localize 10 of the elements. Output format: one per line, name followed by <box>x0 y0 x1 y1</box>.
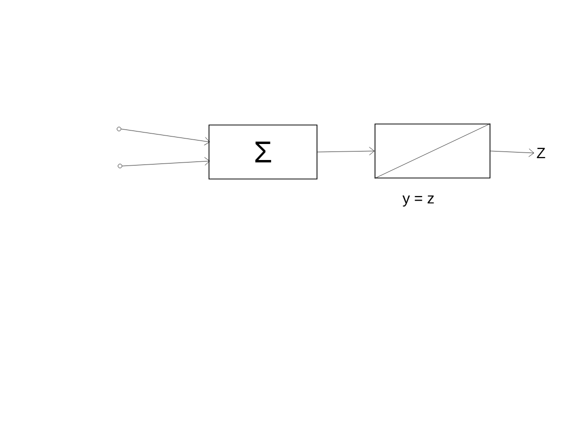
arrow <box>490 148 534 157</box>
arrow <box>317 146 374 156</box>
input-terminal <box>116 126 122 132</box>
input-terminal <box>118 164 122 168</box>
equation-label: y = z <box>402 196 434 207</box>
converter-box <box>374 123 491 179</box>
arrow <box>121 128 210 146</box>
arrow <box>122 157 210 166</box>
summation-box: Σ <box>208 124 318 180</box>
output-label: Z <box>536 148 546 158</box>
